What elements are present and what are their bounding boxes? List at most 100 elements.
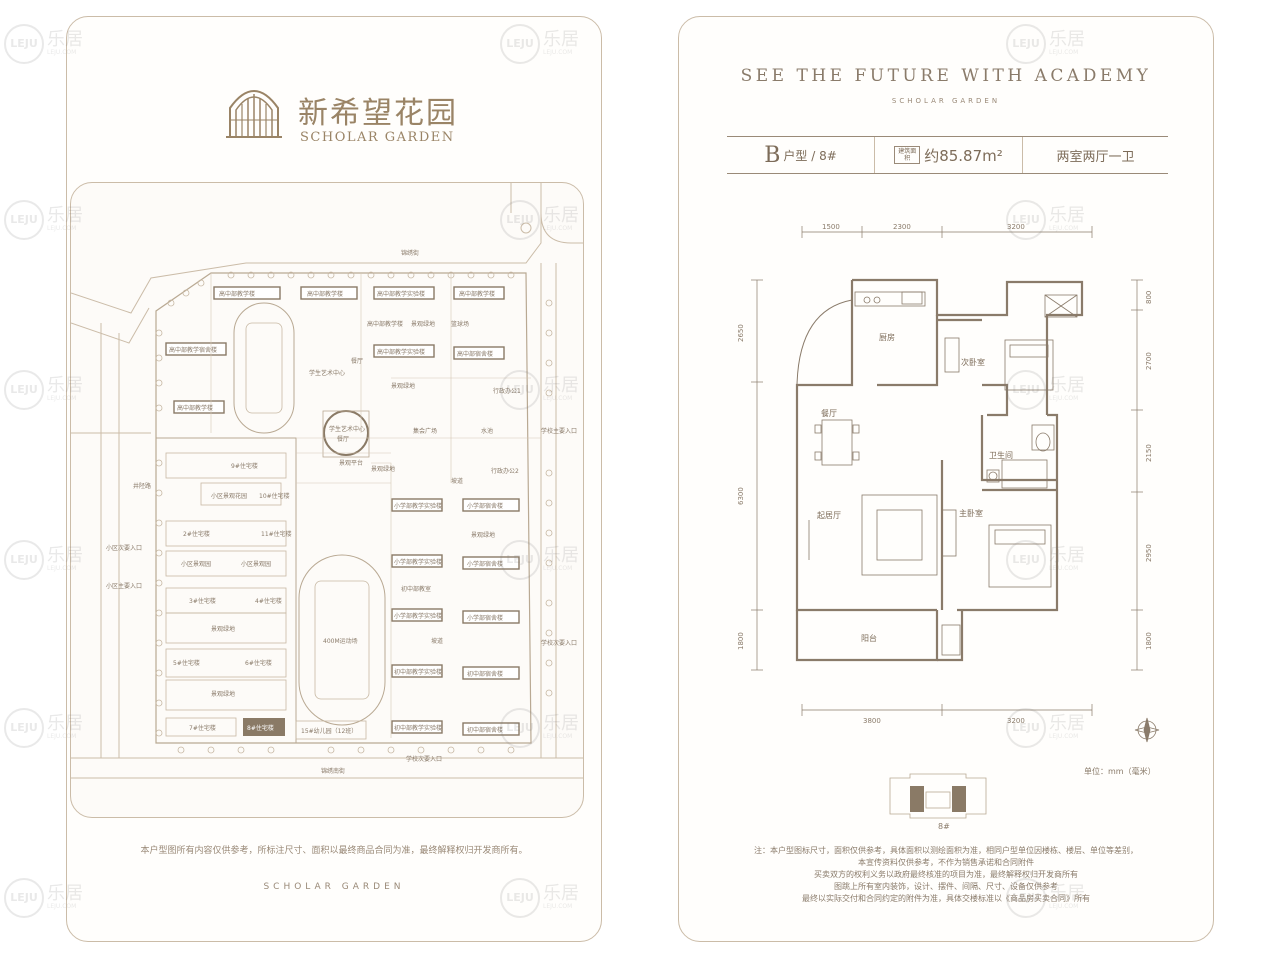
unit-text: 单位：mm（毫米）	[1084, 767, 1156, 776]
site-label: 小学部宿舍楼	[467, 614, 503, 622]
site-label: 高中部宿舍楼	[457, 350, 493, 358]
dim-left-2: 6300	[737, 487, 745, 505]
site-label: 初中部教学实验楼	[394, 724, 442, 732]
site-label: 集会广场	[413, 427, 437, 435]
room-bathroom: 卫生间	[989, 450, 1013, 460]
dim-top-3: 3200	[1007, 223, 1025, 231]
dim-right-5: 1800	[1145, 632, 1153, 650]
dim-right-2: 2700	[1145, 352, 1153, 370]
unit-rooms-cell: 两室两厅一卫	[1023, 137, 1168, 173]
road-south-label: 锦绣南街	[321, 767, 345, 775]
note-line: 买卖双方的权利义务以政府最终核准的项目为准，最终解释权归开发商所有	[814, 870, 1078, 879]
site-label: 小区景观园	[181, 560, 211, 568]
site-label: 篮球场	[451, 320, 469, 328]
compass-icon	[1134, 717, 1160, 743]
site-label: 6#住宅楼	[245, 659, 272, 667]
dim-top-1: 1500	[822, 223, 840, 231]
room-balcony: 阳台	[861, 633, 877, 643]
site-label: 学生艺术中心	[309, 369, 345, 377]
site-label: 11#住宅楼	[261, 530, 292, 538]
site-label: 景观绿地	[411, 320, 435, 328]
site-label: 餐厅	[351, 357, 363, 365]
logo-subtitle: SCHOLAR GARDEN	[300, 130, 455, 145]
site-label: 初中部教学实验楼	[394, 668, 442, 676]
site-plan-drawing: 锦绣街 锦绣南街 井陉路 学校主要入口 学校次要入口 学校次要入口 小区次要入口…	[71, 183, 583, 779]
dim-right-1: 800	[1145, 291, 1153, 304]
area-tag: 建筑面积	[894, 146, 921, 164]
unit-type-cell: B 户型 / 8#	[727, 137, 875, 173]
unit-area-cell: 建筑面积 约85.87m²	[875, 137, 1023, 173]
site-label: 水池	[481, 427, 493, 435]
site-label: 高中部教学楼	[307, 290, 343, 298]
school-sub-entry-south-label: 学校次要入口	[406, 755, 442, 763]
site-label: 3#住宅楼	[189, 597, 216, 605]
site-label: 8#住宅楼	[247, 724, 274, 732]
disclaimer-left: 本户型图所有内容仅供参考，所标注尺寸、面积以最终商品合同为准，最终解释权归开发商…	[140, 846, 528, 856]
dim-left-3: 1800	[737, 632, 745, 650]
key-plan	[889, 773, 987, 819]
road-west-label: 井陉路	[133, 482, 151, 490]
site-label: 10#住宅楼	[259, 492, 290, 500]
site-label: 高中部教学楼	[177, 404, 213, 412]
unit-type-label: 户型 / 8#	[783, 148, 837, 163]
site-label: 景观绿地	[471, 531, 495, 539]
community-main-entry-label: 小区主要入口	[106, 582, 142, 590]
watermark-logo-icon: LEJU	[4, 708, 44, 748]
site-label: 坡道	[431, 637, 443, 645]
site-label: 初中部教室	[401, 585, 431, 593]
site-label: 小学部教学实验楼	[394, 558, 442, 566]
site-label: 景观绿地	[211, 625, 235, 633]
dim-bottom-1: 3800	[863, 717, 881, 725]
note-line: 图跳上所有室内装饰，设计、摆件、间隔、尺寸、设备仅供参考	[834, 882, 1058, 891]
site-label: 高中部教学楼	[459, 290, 495, 298]
room-dining: 餐厅	[821, 409, 837, 418]
site-label: 景观绿地	[371, 465, 395, 473]
site-label: 4#住宅楼	[255, 597, 282, 605]
room-master-bedroom: 主卧室	[959, 508, 983, 518]
slogan-subtitle: SCHOLAR GARDEN	[891, 97, 1001, 105]
logo-mark-icon	[226, 90, 282, 138]
site-label: 景观平台	[339, 459, 363, 467]
watermark-logo-icon: LEJU	[4, 540, 44, 580]
dim-left-1: 2650	[737, 324, 745, 342]
note-line: 注：本户型图标尺寸，面积仅供参考，具体面积以测绘面积为准，相同户型单位因楼栋、楼…	[754, 846, 1138, 855]
site-label: 景观绿地	[391, 382, 415, 390]
slogan-title: SEE THE FUTURE WITH ACADEMY	[740, 66, 1152, 86]
site-label: 小学部宿舍楼	[467, 502, 503, 510]
site-label: 5#住宅楼	[173, 659, 200, 667]
unit-info-bar: B 户型 / 8# 建筑面积 约85.87m² 两室两厅一卫	[727, 136, 1168, 174]
watermark-logo-icon: LEJU	[4, 200, 44, 240]
site-label: 景观绿地	[211, 690, 235, 698]
room-second-bedroom: 次卧室	[961, 357, 985, 367]
note-line: 最终以实际交付和合同约定的附件为准，具体交楼标准以《商品房买卖合同》所有	[802, 894, 1090, 903]
community-sub-entry-label: 小区次要入口	[106, 544, 142, 552]
site-label: 小学部宿舍楼	[467, 560, 503, 568]
site-label: 高中部教学楼	[367, 320, 403, 328]
site-label: 15#幼儿园（12班）	[301, 727, 357, 735]
site-plan: 锦绣街 锦绣南街 井陉路 学校主要入口 学校次要入口 学校次要入口 小区次要入口…	[70, 182, 584, 818]
bottom-signature-left: SCHOLAR GARDEN	[263, 882, 405, 892]
room-kitchen: 厨房	[879, 332, 895, 342]
site-label: 餐厅	[337, 435, 349, 443]
unit-rooms: 两室两厅一卫	[1056, 149, 1135, 165]
road-north-label: 锦绣街	[401, 249, 419, 257]
site-label: 坡道	[451, 477, 463, 485]
site-label: 行政办公2	[491, 467, 519, 475]
area-value: 约85.87m²	[924, 146, 1003, 165]
site-label: 高中部教学楼	[219, 290, 255, 298]
site-label: 2#住宅楼	[183, 530, 210, 538]
site-label: 小区景观花园	[211, 492, 247, 500]
site-label: 400M运动场	[323, 637, 358, 645]
watermark-logo-icon: LEJU	[4, 370, 44, 410]
unit-type-letter: B	[764, 142, 781, 168]
dim-bottom-2: 3200	[1007, 717, 1025, 725]
site-label: 初中部宿舍楼	[467, 670, 503, 678]
dim-top-2: 2300	[893, 223, 911, 231]
school-main-entry-label: 学校主要入口	[541, 427, 577, 435]
site-label: 初中部宿舍楼	[467, 726, 503, 734]
site-label: 小学部教学实验楼	[394, 502, 442, 510]
watermark-logo-icon: LEJU	[4, 878, 44, 918]
key-plan-label: 8#	[938, 822, 950, 831]
site-label: 学生艺术中心	[329, 425, 365, 433]
site-label: 高中部教学实验楼	[377, 348, 425, 356]
